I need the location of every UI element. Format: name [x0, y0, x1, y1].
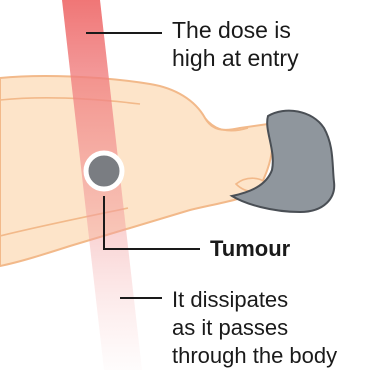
tumour-icon [86, 153, 122, 189]
tumour-label: Tumour [210, 236, 290, 262]
entry-dose-label: The dose is high at entry [172, 16, 299, 72]
exit-dose-label: It dissipates as it passes through the b… [172, 286, 337, 370]
